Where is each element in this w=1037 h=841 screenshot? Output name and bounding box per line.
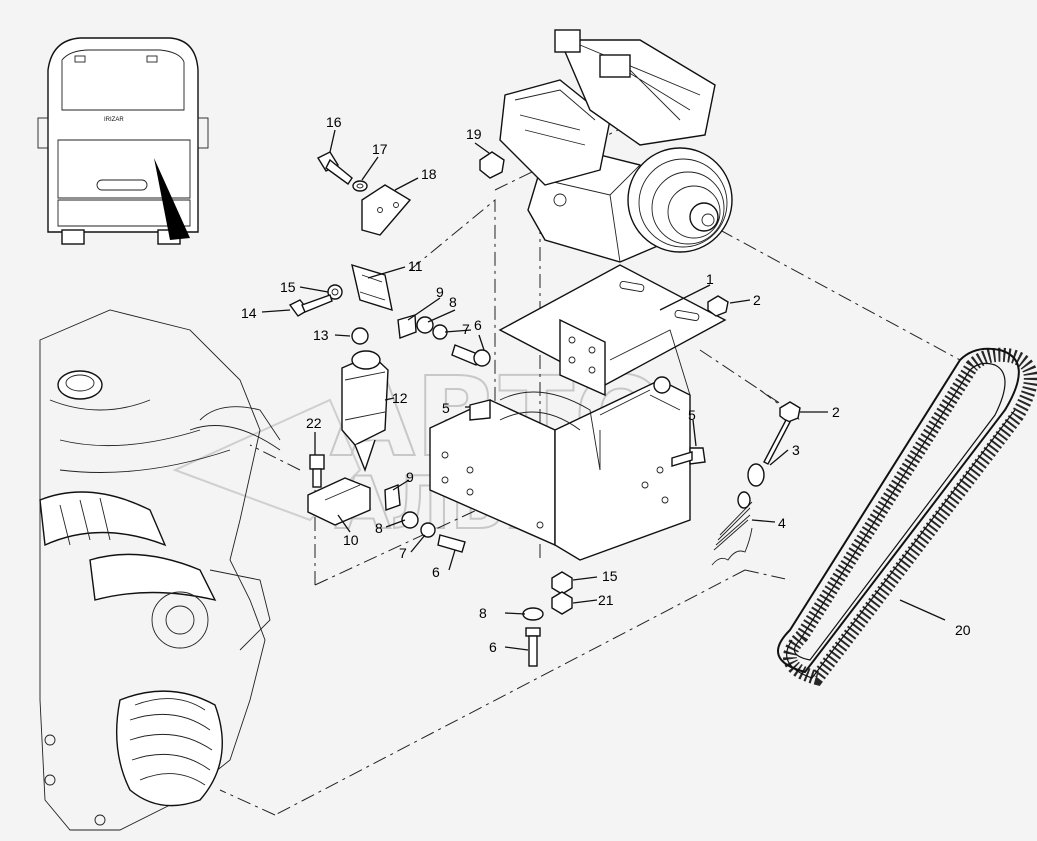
leader-lines [261, 129, 946, 651]
engine-block [39, 309, 281, 831]
callout-22: 22 [306, 415, 322, 431]
callout-4: 4 [778, 515, 786, 531]
callout-7-lower: 7 [399, 545, 407, 561]
callout-8-bottom: 8 [479, 605, 487, 621]
assembly-lines [219, 89, 961, 816]
callout-14: 14 [241, 305, 257, 321]
callout-16: 16 [326, 114, 342, 130]
callout-17: 17 [372, 141, 388, 157]
callout-15-upper: 15 [280, 279, 296, 295]
callout-9-upper: 9 [436, 284, 444, 300]
callout-6-bottom: 6 [489, 639, 497, 655]
mounting-bracket [429, 264, 727, 561]
callout-12: 12 [392, 390, 408, 406]
callout-11: 11 [408, 258, 423, 274]
callout-21: 21 [598, 592, 614, 608]
callout-7-upper: 7 [462, 321, 470, 337]
bus-badge: IRIZAR [104, 117, 124, 123]
callout-6-upper: 6 [474, 317, 482, 333]
callout-8-lower: 8 [375, 520, 383, 536]
callout-2-upper: 2 [753, 292, 761, 308]
callout-5-right: 5 [688, 407, 696, 423]
small-parts [288, 151, 801, 667]
callout-18: 18 [421, 166, 437, 182]
callout-6-lower: 6 [432, 564, 440, 580]
view-direction-arrow [154, 158, 190, 240]
callout-10: 10 [343, 532, 359, 548]
callout-labels: 1 2 2 3 4 5 5 6 6 6 7 7 8 8 8 9 9 10 11 … [241, 114, 971, 655]
callout-8-upper: 8 [449, 294, 457, 310]
callout-3: 3 [792, 442, 800, 458]
callout-5-left: 5 [442, 400, 450, 416]
callout-20: 20 [955, 622, 971, 638]
ac-compressor [499, 29, 733, 263]
drive-belt [777, 347, 1037, 686]
callout-13: 13 [313, 327, 329, 343]
bus-rear-view-inset: IRIZAR [37, 37, 209, 245]
callout-9-lower: 9 [406, 469, 414, 485]
callout-15-lower: 15 [602, 568, 618, 584]
callout-2-lower: 2 [832, 404, 840, 420]
callout-19: 19 [466, 126, 482, 142]
callout-1: 1 [706, 271, 714, 287]
